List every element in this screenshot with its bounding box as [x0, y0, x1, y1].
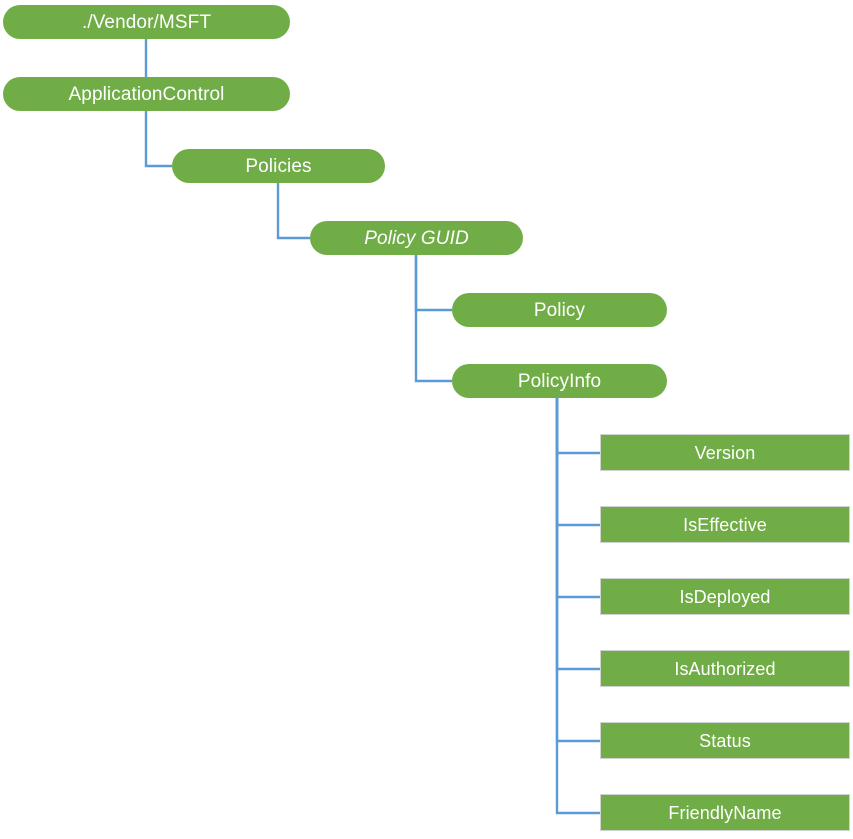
tree-node-label-policies: Policies: [245, 155, 312, 177]
edge-policyinfo-iseffective: [555, 398, 600, 527]
tree-node-vendor-msft[interactable]: ./Vendor/MSFT: [3, 5, 290, 39]
tree-node-label-friendly-name: FriendlyName: [668, 802, 782, 823]
tree-node-application-control[interactable]: ApplicationControl: [3, 77, 290, 111]
edge-policyinfo-friendlyname: [555, 398, 600, 815]
edge-appcontrol-policies: [144, 111, 172, 168]
tree-node-label-policy-guid: Policy GUID: [364, 227, 469, 249]
tree-node-is-authorized[interactable]: IsAuthorized: [600, 650, 850, 687]
tree-node-label-is-deployed: IsDeployed: [679, 586, 771, 607]
tree-node-label-is-effective: IsEffective: [683, 514, 767, 535]
edge-policyinfo-status: [555, 398, 600, 743]
tree-node-label-policy: Policy: [533, 299, 586, 321]
tree-node-policies[interactable]: Policies: [172, 149, 385, 183]
tree-node-label-application-control: ApplicationControl: [68, 83, 225, 105]
tree-node-label-vendor-msft: ./Vendor/MSFT: [81, 11, 212, 33]
edge-policyinfo-isauthorized: [555, 398, 600, 671]
tree-node-status[interactable]: Status: [600, 722, 850, 759]
tree-node-label-policy-info: PolicyInfo: [517, 370, 602, 392]
tree-node-label-is-authorized: IsAuthorized: [674, 658, 776, 679]
tree-node-is-deployed[interactable]: IsDeployed: [600, 578, 850, 615]
edge-policies-policyguid: [276, 183, 310, 240]
tree-node-policy-info[interactable]: PolicyInfo: [452, 364, 667, 398]
tree-node-is-effective[interactable]: IsEffective: [600, 506, 850, 543]
tree-node-label-version: Version: [694, 442, 756, 463]
tree-node-policy-guid[interactable]: Policy GUID: [310, 221, 523, 255]
tree-node-friendly-name[interactable]: FriendlyName: [600, 794, 850, 831]
edge-policyinfo-isdeployed: [555, 398, 600, 599]
edge-policyinfo-version: [555, 398, 600, 455]
tree-node-policy[interactable]: Policy: [452, 293, 667, 327]
edge-policyguid-policyinfo: [414, 255, 452, 383]
tree-node-version[interactable]: Version: [600, 434, 850, 471]
edge-policyguid-policy: [414, 255, 452, 312]
tree-node-label-status: Status: [699, 730, 751, 751]
